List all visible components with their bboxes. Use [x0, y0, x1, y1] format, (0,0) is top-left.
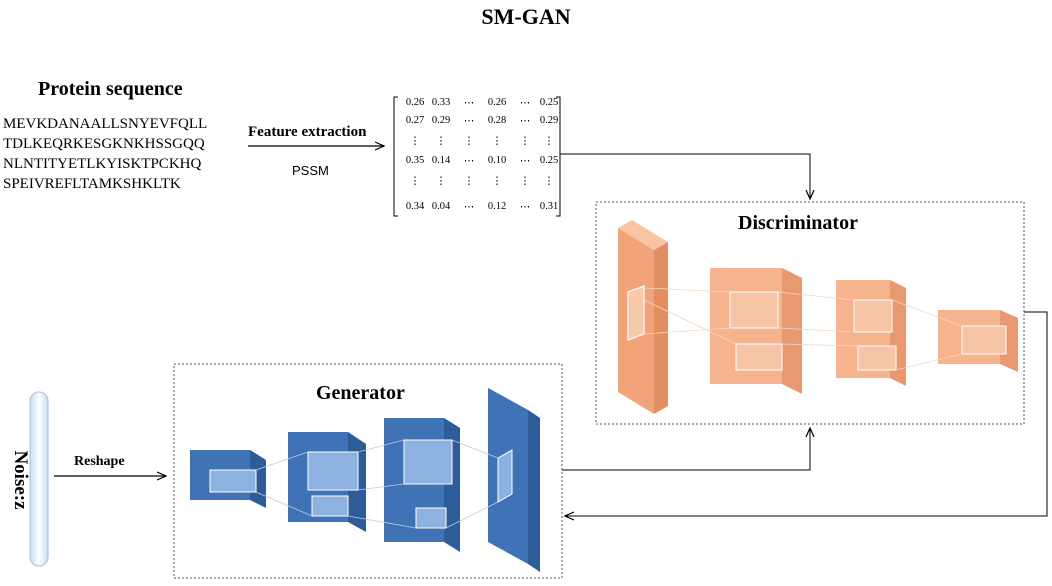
generator-input-layer — [190, 450, 266, 508]
discriminator-label: Discriminator — [738, 212, 858, 234]
matrix-row: 0.26 0.33 ⋯ 0.26 ⋯ 0.25 — [398, 97, 558, 111]
generator-box — [173, 363, 563, 579]
discriminator-box — [595, 201, 1025, 425]
matrix-cell: ⋯ — [463, 116, 475, 127]
matrix-row: 0.35 0.14 ⋯ 0.10 ⋯ 0.25 — [398, 155, 558, 169]
matrix-cell: 0.25 — [539, 155, 559, 166]
matrix-cell: 0.29 — [431, 115, 451, 126]
page-title: SM-GAN — [481, 4, 571, 29]
matrix-cell: ⋮ — [491, 176, 503, 187]
matrix-to-discriminator-arrow — [560, 153, 810, 199]
generator-label: Generator — [316, 382, 405, 404]
matrix-cell: ⋯ — [519, 116, 531, 127]
matrix-cell: ⋯ — [519, 156, 531, 167]
matrix-cell: 0.25 — [539, 97, 559, 108]
generator-network — [190, 388, 540, 572]
matrix-cell: 0.10 — [487, 155, 507, 166]
matrix-cell: ⋯ — [463, 98, 475, 109]
matrix-cell: 0.31 — [539, 201, 559, 212]
matrix-cell: ⋯ — [519, 202, 531, 213]
discriminator-conv-layer-2 — [836, 280, 906, 386]
matrix-cell: 0.29 — [539, 115, 559, 126]
sequence-line: TDLKEQRKESGKNKHSSGQQ — [3, 136, 205, 152]
matrix-right-bracket — [556, 96, 561, 217]
matrix-cell: ⋮ — [543, 136, 555, 147]
feature-extraction-label: Feature extraction — [248, 124, 367, 140]
matrix-left-bracket — [393, 96, 398, 217]
sequence-line: MEVKDANAALLSNYEVFQLL — [3, 116, 208, 132]
noise-label-text: Noise:z — [10, 450, 31, 510]
matrix-row: ⋮ ⋮ ⋮ ⋮ ⋮ ⋮ — [398, 175, 556, 189]
matrix-cell: 0.14 — [431, 155, 451, 166]
matrix-row: 0.34 0.04 ⋯ 0.12 ⋯ 0.31 — [398, 201, 558, 215]
matrix-cell: 0.35 — [405, 155, 425, 166]
generator-to-discriminator-arrow — [562, 428, 810, 471]
matrix-cell: ⋮ — [409, 176, 421, 187]
matrix-cell: ⋮ — [409, 136, 421, 147]
generator-conv-layer-1 — [288, 432, 366, 532]
generator-conv-layer-2 — [384, 418, 460, 552]
reshape-label: Reshape — [74, 454, 125, 469]
sequence-line: NLNTITYETLKYISKTPCKHQ — [3, 156, 202, 172]
matrix-cell: 0.27 — [405, 115, 425, 126]
discriminator-feedback-arrow — [565, 311, 1048, 516]
matrix-cell: 0.34 — [405, 201, 425, 212]
matrix-cell: ⋮ — [543, 176, 555, 187]
discriminator-conv-layer-3 — [938, 310, 1018, 372]
matrix-cell: ⋯ — [463, 156, 475, 167]
discriminator-conv-layer-1 — [710, 268, 802, 394]
matrix-cell: ⋮ — [435, 136, 447, 147]
matrix-cell: ⋮ — [491, 136, 503, 147]
matrix-cell: 0.12 — [487, 201, 507, 212]
matrix-cell: 0.28 — [487, 115, 507, 126]
matrix-cell: 0.26 — [487, 97, 507, 108]
matrix-row: ⋮ ⋮ ⋮ ⋮ ⋮ ⋮ — [398, 135, 556, 149]
matrix-cell: 0.04 — [431, 201, 451, 212]
matrix-row: 0.27 0.29 ⋯ 0.28 ⋯ 0.29 — [398, 115, 558, 129]
noise-label: Noise:z — [2, 440, 38, 520]
discriminator-connection-lines — [643, 287, 963, 371]
matrix-cell: 0.33 — [431, 97, 451, 108]
protein-sequence-text: MEVKDANAALLSNYEVFQLL TDLKEQRKESGKNKHSSGQ… — [3, 114, 207, 194]
matrix-cell: ⋯ — [463, 202, 475, 213]
sequence-line: SPEIVREFLTAMKSHKLTK — [3, 176, 181, 192]
discriminator-input-layer — [618, 220, 668, 414]
discriminator-network — [618, 220, 1018, 414]
protein-sequence-heading: Protein sequence — [38, 78, 183, 100]
matrix-cell: ⋮ — [435, 176, 447, 187]
pssm-label: PSSM — [292, 163, 329, 178]
matrix-cell: ⋮ — [519, 176, 531, 187]
generator-output-layer — [488, 388, 540, 572]
matrix-cell: 0.26 — [405, 97, 425, 108]
matrix-cell: ⋮ — [463, 176, 475, 187]
matrix-cell: ⋮ — [463, 136, 475, 147]
generator-connection-lines — [255, 439, 499, 529]
noise-bar — [29, 391, 49, 567]
matrix-cell: ⋯ — [519, 98, 531, 109]
matrix-cell: ⋮ — [519, 136, 531, 147]
